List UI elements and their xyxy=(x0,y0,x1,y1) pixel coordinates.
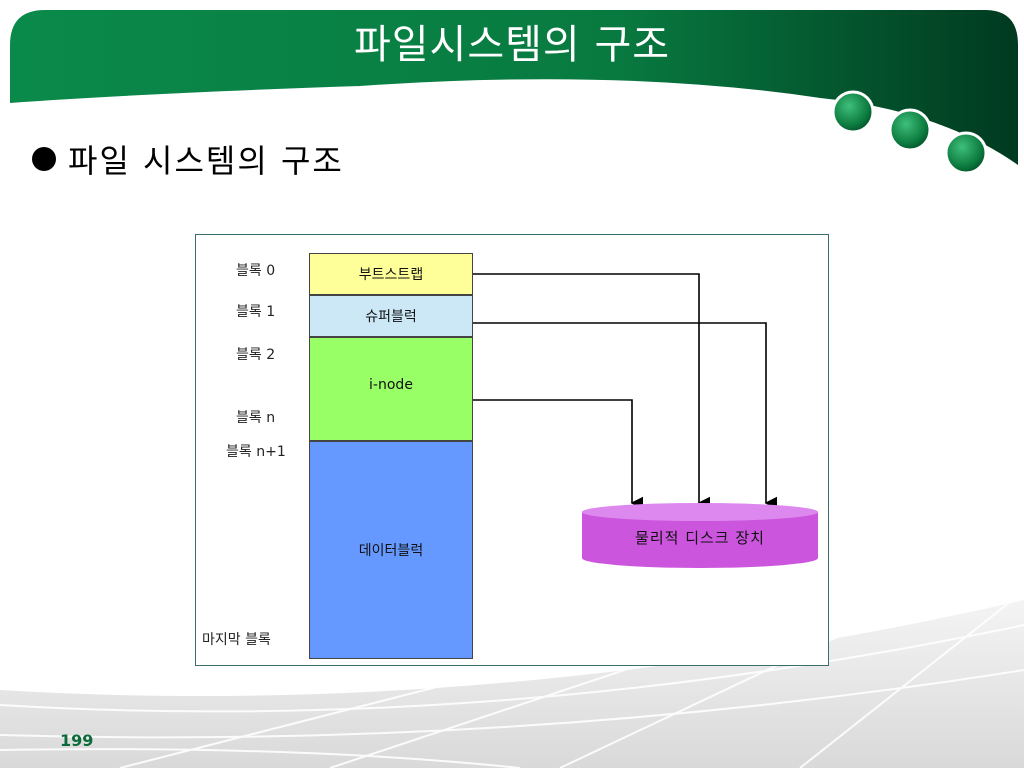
slide-title: 파일시스템의 구조 xyxy=(353,22,671,68)
bullet-text: 파일 시스템의 구조 xyxy=(68,142,344,180)
page-number: 199 xyxy=(60,731,94,750)
arrow-superblock xyxy=(473,322,778,510)
decor-circles xyxy=(831,90,988,175)
arrow-bootstrap xyxy=(473,273,711,510)
segment-superblock: 슈퍼블럭 xyxy=(309,295,473,337)
block-label-n: 블록 n xyxy=(236,410,276,426)
arrow-inode xyxy=(473,399,644,510)
block-label-1: 블록 1 xyxy=(236,304,276,320)
header-band xyxy=(10,10,1018,165)
block-label-n-plus-1: 블록 n+1 xyxy=(226,444,286,460)
bullet-dot-icon xyxy=(32,147,56,171)
disk-label: 물리적 디스크 장치 xyxy=(635,529,765,547)
segment-inode: i-node xyxy=(309,337,473,441)
segment-datablock: 데이터블럭 xyxy=(309,441,473,659)
filesystem-diagram: 블록 0 블록 1 블록 2 블록 n 블록 n+1 마지막 블록 부트스트랩 … xyxy=(195,234,829,666)
bullet-item: 파일 시스템의 구조 xyxy=(32,136,344,182)
block-label-0: 블록 0 xyxy=(236,263,276,279)
block-label-2: 블록 2 xyxy=(236,347,276,363)
block-label-last: 마지막 블록 xyxy=(202,632,271,648)
arrow-connectors xyxy=(473,273,818,568)
disk-cylinder xyxy=(582,503,818,568)
segment-bootstrap: 부트스트랩 xyxy=(309,253,473,295)
